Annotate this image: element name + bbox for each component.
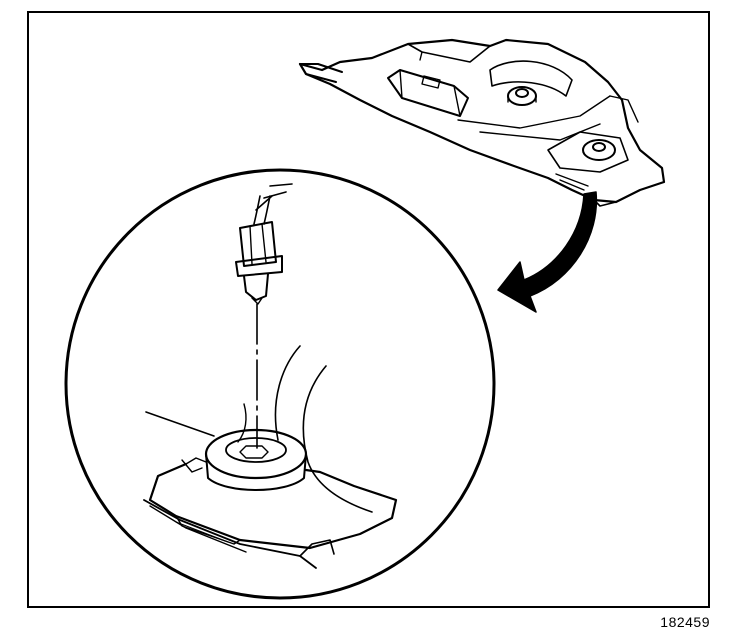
illustration-frame: [27, 11, 710, 608]
magnified-detail: [64, 168, 496, 600]
trim-panel-overview: [298, 38, 666, 207]
callout-arrow: [497, 191, 598, 313]
figure-number: 182459: [660, 614, 710, 630]
